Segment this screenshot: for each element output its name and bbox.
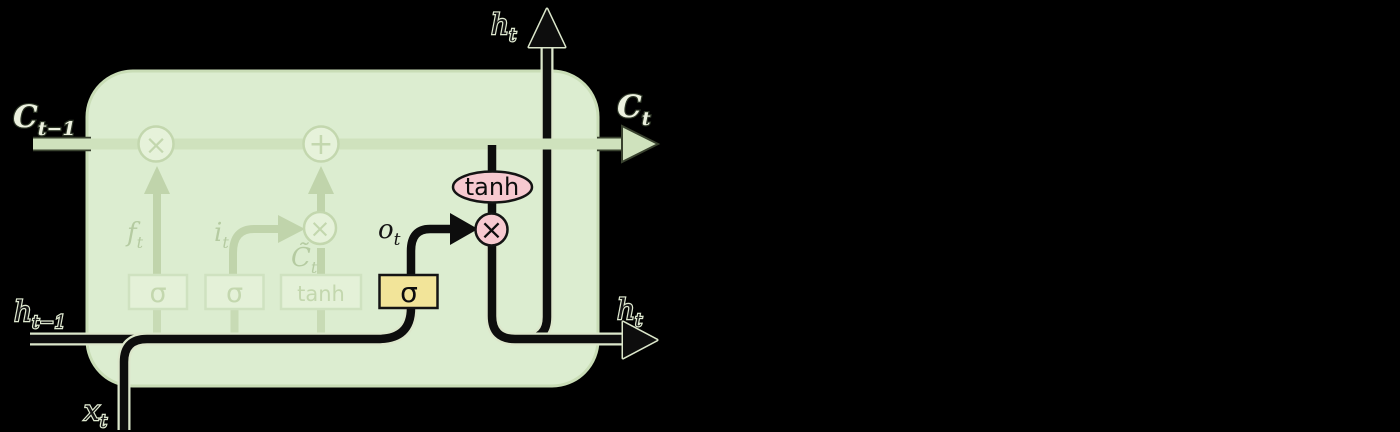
- candidate-tanh-box-faded: [279, 273, 363, 311]
- hidden-output-line: [487, 244, 624, 344]
- hidden-top-arrowhead: [527, 7, 567, 49]
- forget-gate-box-faded: [127, 273, 189, 311]
- hidden-prev-label: ht−1: [14, 295, 66, 333]
- candidate-multiply-glyph: ×: [310, 214, 331, 243]
- input-gate-box-faded: [204, 273, 265, 311]
- candidate-arrowhead-faded: [308, 166, 334, 194]
- hidden-top-label: ht: [491, 8, 517, 46]
- output-tanh-label: tanh: [465, 173, 520, 201]
- cell-add-op-faded: [302, 125, 340, 163]
- input-label: it: [214, 218, 229, 252]
- cell-state-arrowhead: [621, 124, 661, 164]
- cell-multiply-glyph: ×: [145, 130, 168, 161]
- hidden-prev-line: [30, 307, 416, 344]
- output-gate-path: [406, 224, 450, 277]
- cell-add-glyph: +: [308, 127, 333, 162]
- hidden-right-arrowhead: [621, 320, 659, 360]
- forget-arrowhead-faded: [144, 166, 170, 194]
- cell-multiply-op-faded: [137, 125, 175, 163]
- input-arrowhead-faded: [278, 215, 305, 243]
- x-input-line: [119, 334, 148, 430]
- candidate-tanh-label: tanh: [297, 282, 345, 306]
- output-multiply-glyph: ×: [480, 213, 503, 246]
- input-arrow-path-faded: [229, 225, 278, 277]
- x-input-label: xt: [84, 394, 108, 432]
- output-tanh-op: [451, 170, 534, 204]
- cell-state-next-label: Ct: [617, 89, 651, 130]
- output-gate-box: [378, 273, 439, 310]
- cell-state-prev-label: Ct−1: [13, 99, 76, 140]
- candidate-label: C̃t: [291, 242, 318, 277]
- output-label: ot: [378, 215, 401, 250]
- output-gate-sigma: σ: [400, 276, 418, 309]
- hidden-right-label: ht: [617, 293, 643, 331]
- output-gate-arrowhead: [450, 213, 478, 245]
- forget-gate-sigma: σ: [149, 278, 166, 309]
- output-multiply-op: [474, 212, 509, 247]
- input-gate-sigma: σ: [226, 278, 243, 309]
- candidate-multiply-op-faded: [302, 210, 338, 246]
